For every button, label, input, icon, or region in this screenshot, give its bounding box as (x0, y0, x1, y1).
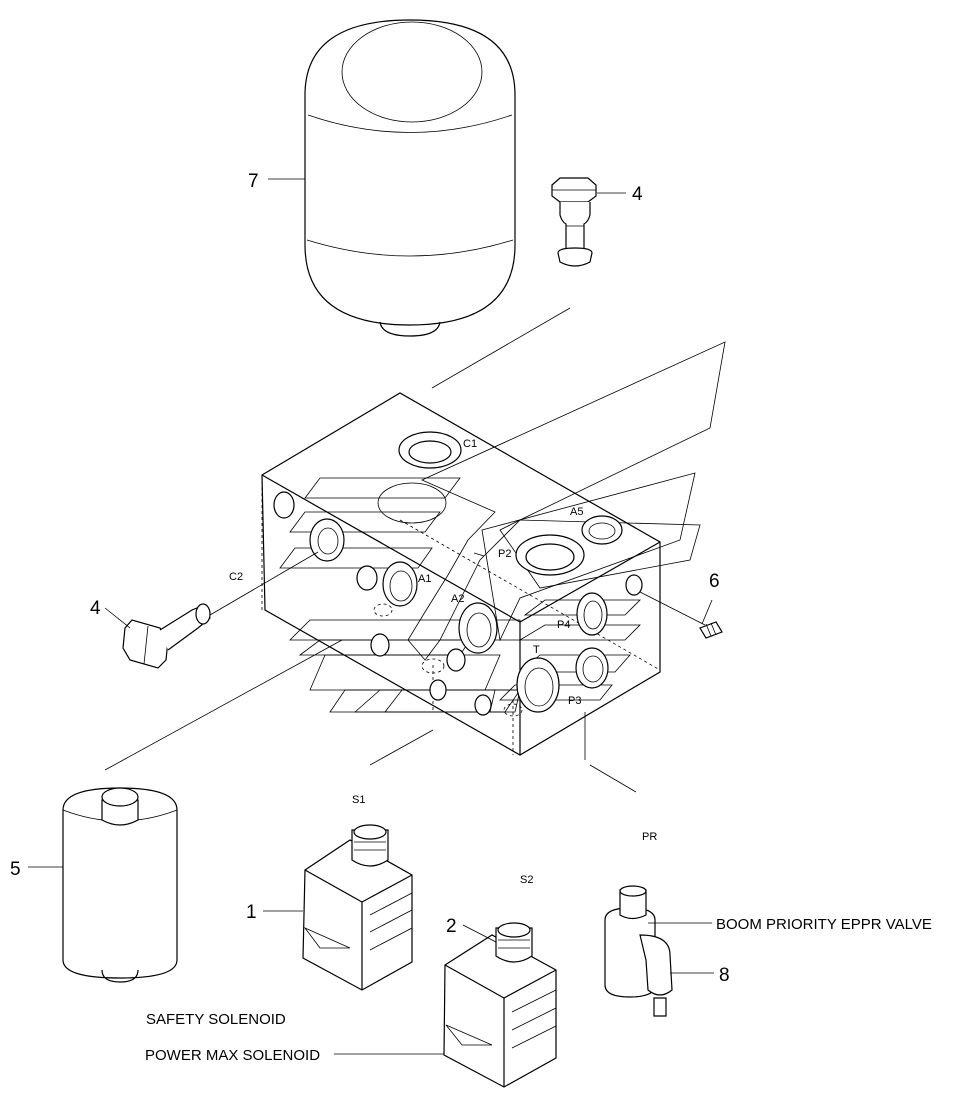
port-label-p2: P2 (498, 548, 511, 560)
port-label-p4: P4 (557, 619, 570, 631)
plug-bolt-part-4-left (122, 603, 211, 669)
port-label-a2: A2 (451, 593, 464, 605)
accumulator-part-7 (304, 19, 571, 389)
callout-leaders (28, 178, 714, 1055)
callout-4-top: 4 (632, 184, 643, 205)
callout-4-left: 4 (90, 598, 101, 619)
safety-solenoid-part-1 (302, 824, 413, 991)
label-boom-priority-eppr-valve: BOOM PRIORITY EPPR VALVE (716, 916, 932, 933)
callout-2: 2 (446, 916, 457, 937)
set-screw-part-6 (699, 621, 723, 639)
solenoid-code-pr: PR (642, 831, 657, 843)
callout-1: 1 (246, 902, 257, 923)
port-label-c2: C2 (229, 571, 243, 583)
power-max-solenoid-part-2 (443, 922, 557, 1088)
port-label-p3: P3 (568, 695, 581, 707)
port-label-t: T (533, 644, 540, 656)
label-safety-solenoid: SAFETY SOLENOID (146, 1011, 286, 1028)
label-power-max-solenoid: POWER MAX SOLENOID (145, 1047, 320, 1064)
port-label-c1: C1 (463, 438, 477, 450)
port-label-a5: A5 (570, 506, 583, 518)
solenoid-code-s1: S1 (352, 794, 365, 806)
eppr-valve-part-8 (604, 885, 673, 1017)
filter-cartridge-part-5 (62, 787, 178, 983)
assembly-lines (104, 551, 706, 793)
main-valve-block (261, 341, 726, 756)
plug-bolt-part-4-top (551, 177, 597, 267)
callout-8: 8 (719, 965, 730, 986)
callout-5: 5 (10, 859, 21, 880)
callout-7: 7 (248, 171, 259, 192)
callout-6: 6 (709, 571, 720, 592)
solenoid-code-s2: S2 (520, 874, 533, 886)
port-label-a1: A1 (418, 573, 431, 585)
